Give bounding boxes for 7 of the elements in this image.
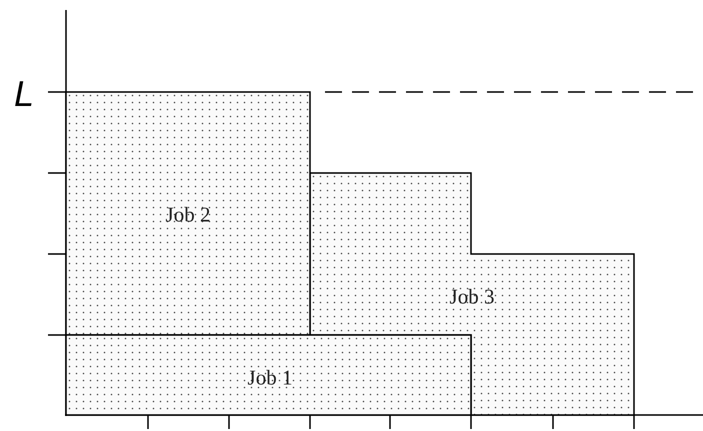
axis-label: L xyxy=(14,76,34,112)
job-block xyxy=(310,173,634,415)
job-label: Job 3 xyxy=(450,284,494,310)
job-block xyxy=(66,92,310,335)
job-label: Job 2 xyxy=(166,202,210,228)
job-block xyxy=(66,335,471,415)
job-label: Job 1 xyxy=(248,366,292,390)
